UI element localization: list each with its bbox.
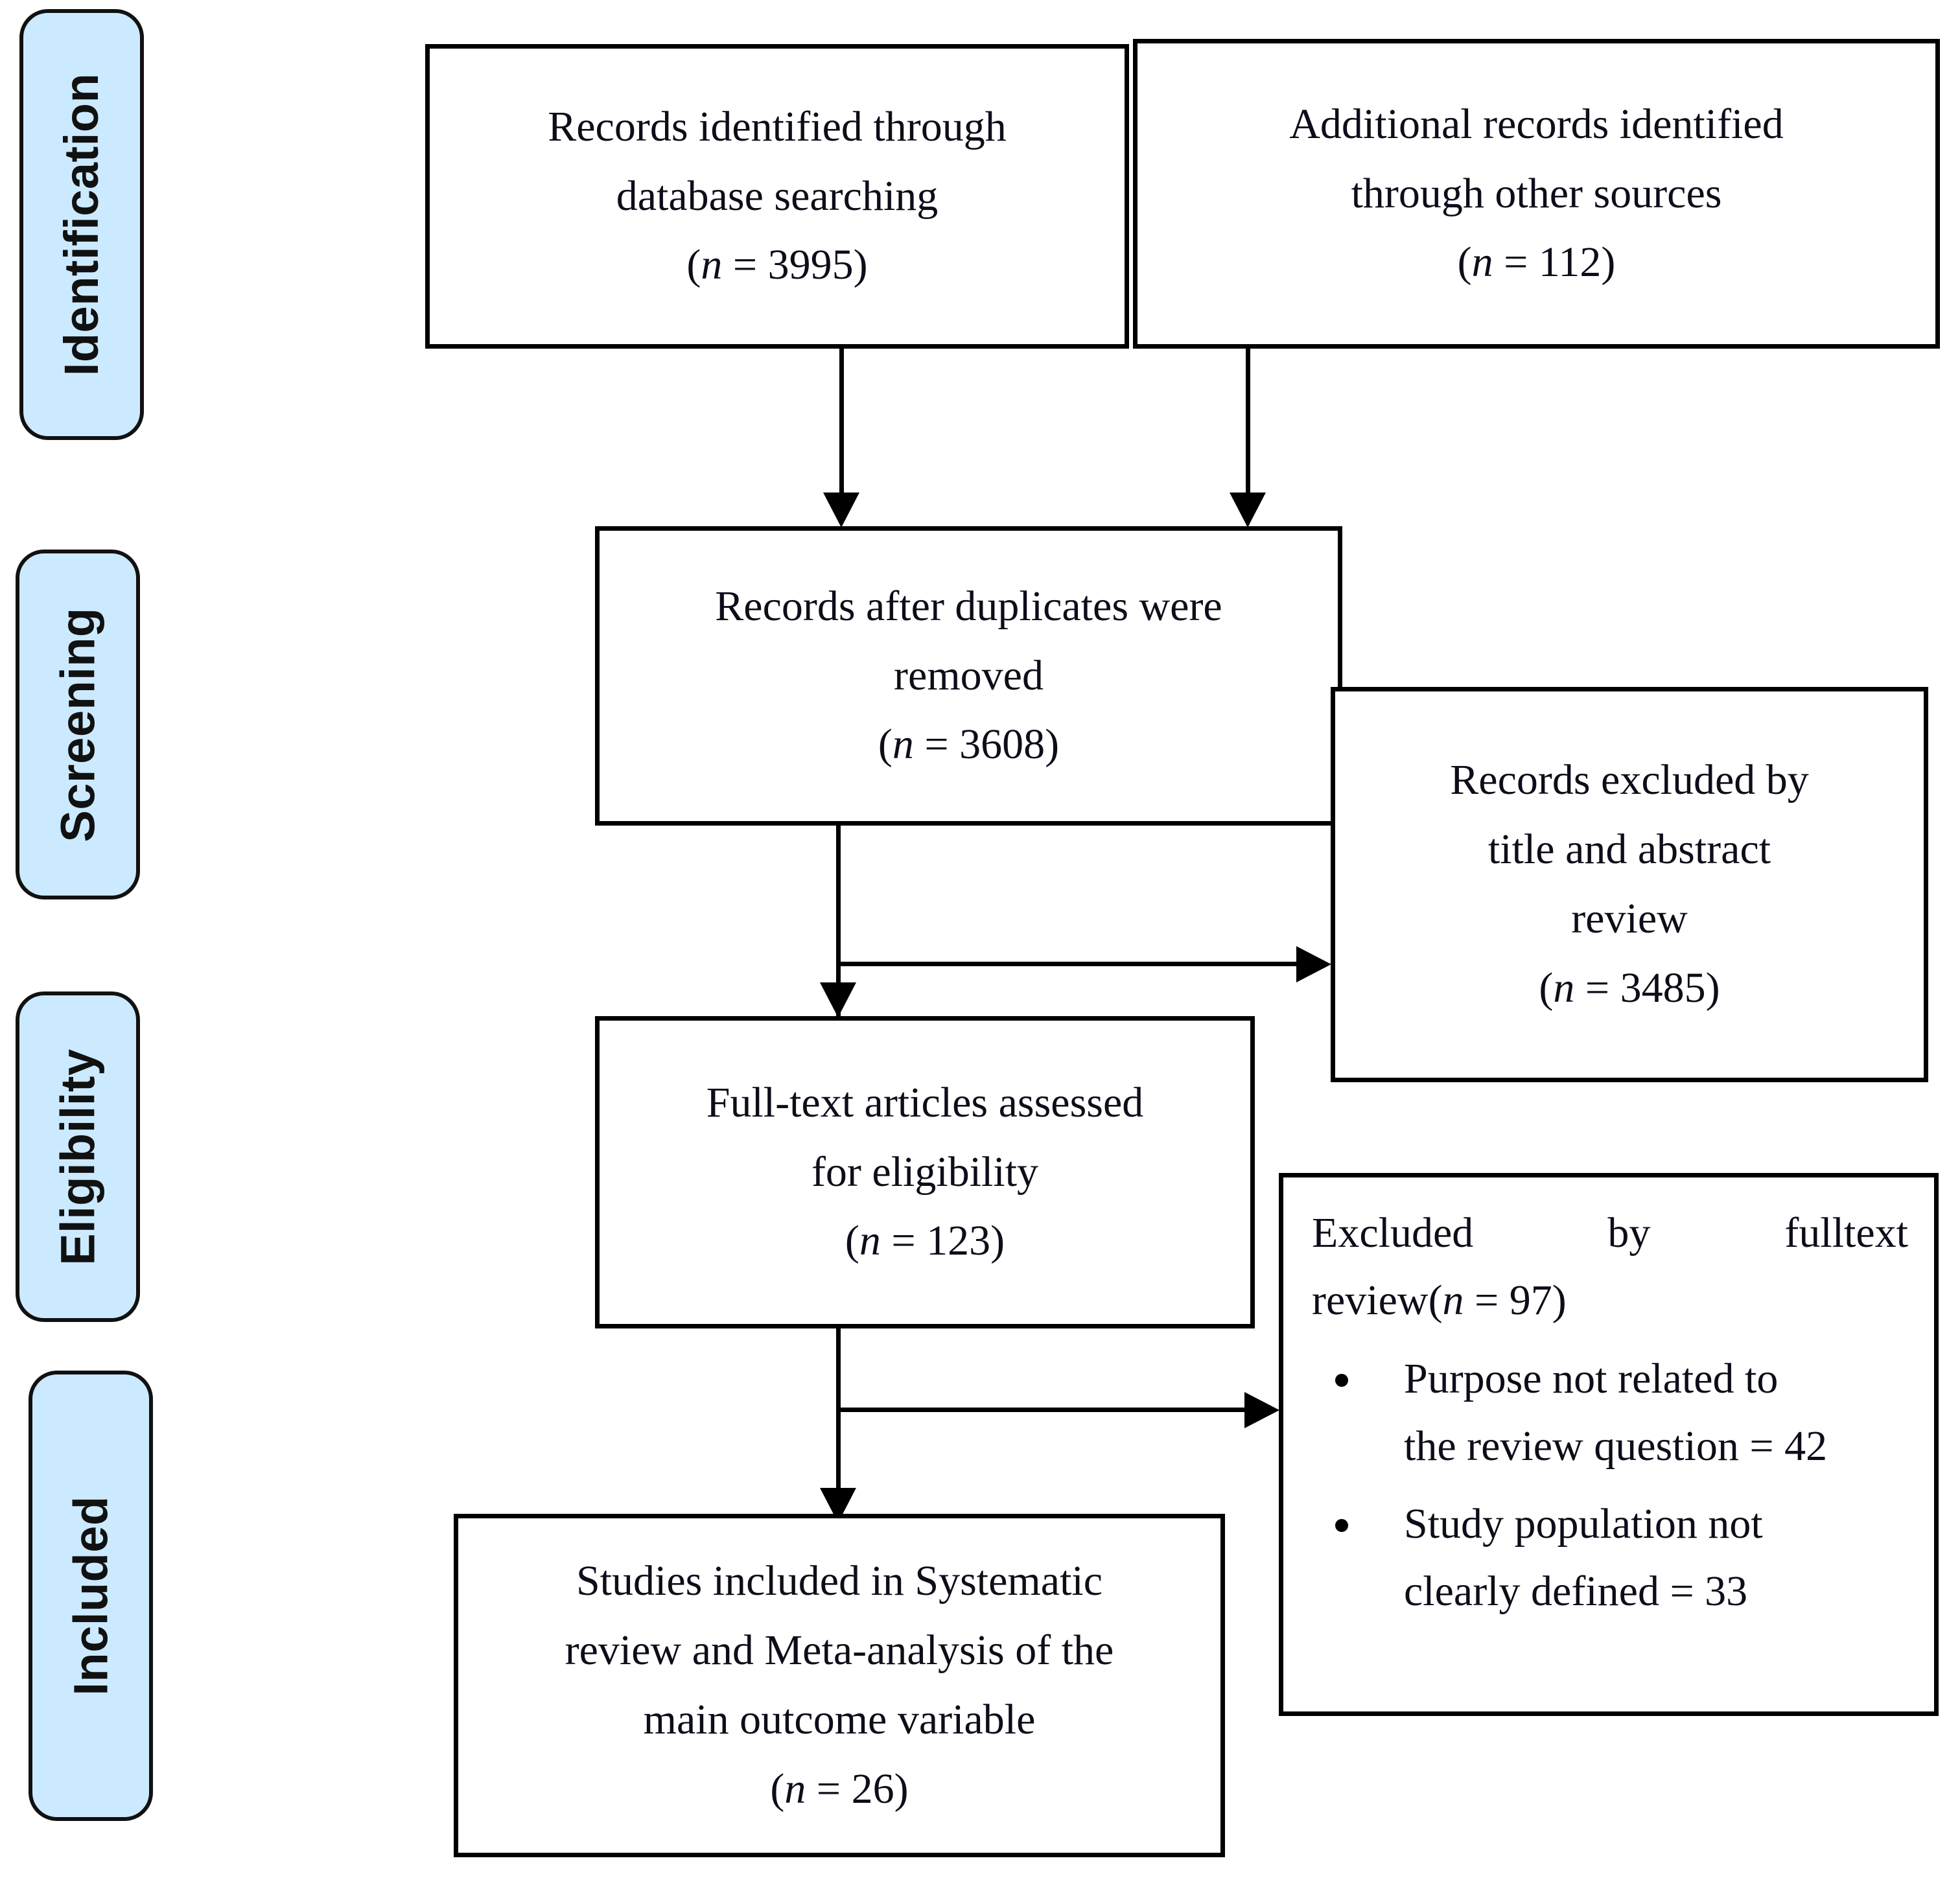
list-item: Study population not clearly defined = 3… xyxy=(1312,1490,1908,1626)
box-excluded-ta-count: (n = 3485) xyxy=(1539,964,1720,1012)
box-database-line2: database searching xyxy=(616,172,939,220)
connector-fulltext-to-included xyxy=(836,1328,841,1523)
box-additional-records-other-sources: Additional records identified through ot… xyxy=(1133,39,1940,349)
box-excluded-ft-word-by: by xyxy=(1607,1209,1651,1257)
stage-label-eligibility-text: Eligibility xyxy=(51,1048,105,1266)
box-database-line1: Records identified through xyxy=(548,102,1007,150)
arrowhead-duplicates-to-fulltext xyxy=(820,982,856,1017)
connector-other-to-duplicates xyxy=(1246,349,1250,511)
stage-label-identification-text: Identification xyxy=(54,73,109,377)
box-fulltext-line2: for eligibility xyxy=(811,1148,1039,1196)
box-included-line3: main outcome variable xyxy=(643,1696,1036,1743)
exclusion-reason-list: Purpose not related to the review questi… xyxy=(1312,1345,1908,1626)
bullet-icon xyxy=(1335,1373,1348,1387)
bullet-icon xyxy=(1335,1519,1348,1533)
stage-label-screening-text: Screening xyxy=(51,607,105,842)
connector-database-to-duplicates xyxy=(839,349,844,511)
connector-fulltext-to-excluded-fulltext xyxy=(836,1408,1257,1412)
stage-label-identification: Identification xyxy=(19,9,144,440)
box-studies-included: Studies included in Systematic review an… xyxy=(454,1514,1225,1857)
connector-duplicates-to-fulltext xyxy=(836,826,841,1016)
box-excluded-by-fulltext-review: Excluded by fulltext review(n = 97) Purp… xyxy=(1279,1173,1939,1716)
box-excluded-ft-word-excluded: Excluded xyxy=(1312,1209,1474,1257)
arrowhead-duplicates-to-excluded-title-abstract xyxy=(1296,946,1331,982)
arrowhead-other-to-duplicates xyxy=(1230,493,1266,527)
box-duplicates-line2: removed xyxy=(894,651,1044,699)
arrowhead-fulltext-to-excluded-fulltext xyxy=(1244,1392,1279,1428)
box-duplicates-count: (n = 3608) xyxy=(878,721,1060,769)
box-fulltext-line1: Full-text articles assessed xyxy=(706,1078,1144,1126)
box-records-identified-database: Records identified through database sear… xyxy=(425,44,1129,349)
box-excluded-ft-count: review(n = 97) xyxy=(1312,1277,1567,1325)
box-included-line2: review and Meta-analysis of the xyxy=(565,1627,1114,1675)
box-other-count: (n = 112) xyxy=(1457,238,1616,286)
box-database-count: (n = 3995) xyxy=(686,241,868,289)
list-item: Purpose not related to the review questi… xyxy=(1312,1345,1908,1481)
box-included-count: (n = 26) xyxy=(770,1765,909,1813)
box-excluded-ta-line3: review xyxy=(1571,895,1688,942)
reason-1-line1: Purpose not related to xyxy=(1404,1354,1779,1402)
box-other-line1: Additional records identified xyxy=(1289,100,1784,148)
box-other-line2: through other sources xyxy=(1351,169,1722,217)
reason-2-line2: clearly defined = 33 xyxy=(1404,1568,1748,1616)
stage-label-included-text: Included xyxy=(64,1496,118,1696)
box-included-line1: Studies included in Systematic xyxy=(576,1557,1103,1605)
stage-label-included: Included xyxy=(29,1371,153,1821)
box-excluded-ta-line2: title and abstract xyxy=(1488,826,1771,874)
box-excluded-ta-line1: Records excluded by xyxy=(1450,756,1809,804)
box-excluded-ft-headline: Excluded by fulltext xyxy=(1312,1200,1908,1267)
connector-duplicates-to-excluded-title-abstract xyxy=(836,962,1309,966)
box-excluded-ft-word-fulltext: fulltext xyxy=(1784,1209,1908,1257)
reason-2-line1: Study population not xyxy=(1404,1500,1763,1548)
stage-label-eligibility: Eligibility xyxy=(16,991,140,1322)
box-records-excluded-title-abstract: Records excluded by title and abstract r… xyxy=(1331,687,1928,1082)
box-duplicates-line1: Records after duplicates were xyxy=(715,582,1222,630)
box-records-after-duplicates: Records after duplicates were removed (n… xyxy=(595,526,1342,826)
box-fulltext-articles-assessed: Full-text articles assessed for eligibil… xyxy=(595,1016,1255,1328)
reason-1-line2: the review question = 42 xyxy=(1404,1422,1828,1470)
box-fulltext-count: (n = 123) xyxy=(845,1217,1005,1265)
stage-label-screening: Screening xyxy=(16,550,140,899)
arrowhead-database-to-duplicates xyxy=(823,493,859,527)
